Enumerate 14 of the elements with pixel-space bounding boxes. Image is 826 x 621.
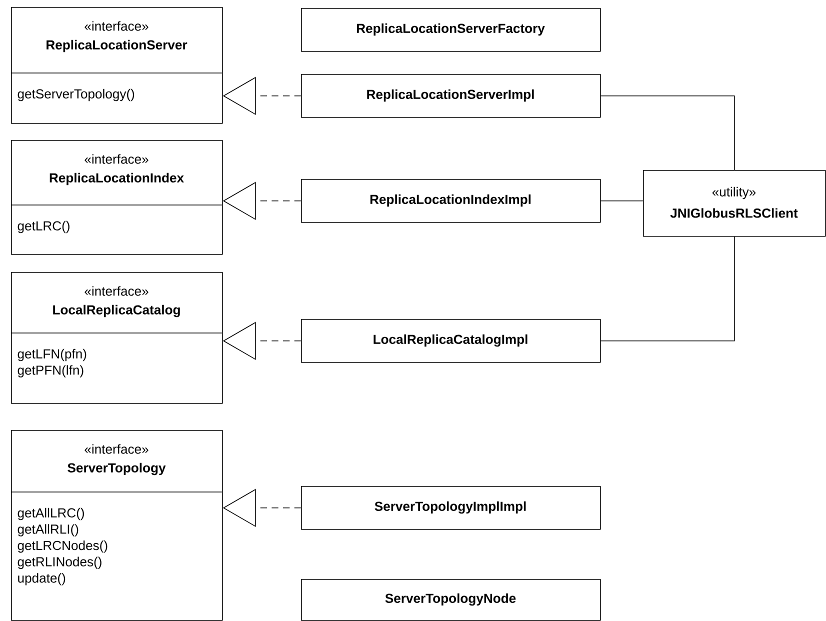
connector-line: [600, 96, 735, 170]
class-box: «interface» ServerTopology getAllLRC() getAllRLI() getLRCNodes() getRLINodes() update(): [10, 430, 223, 621]
class-box: ReplicaLocationServerImpl: [301, 74, 601, 118]
connector-line: [600, 236, 735, 342]
class-box: ReplicaLocationServerFactory: [301, 8, 601, 52]
class-box: ReplicaLocationIndexImpl: [301, 179, 601, 223]
class-box: «utility» JNIGlobusRLSClient: [643, 170, 826, 237]
class-box: LocalReplicaCatalogImpl: [301, 319, 601, 363]
class-box: «interface» LocalReplicaCatalog getLFN(pfn) getPFN(lfn): [10, 272, 223, 404]
class-box: «interface» ReplicaLocationIndex getLRC(): [10, 140, 223, 255]
connector-line: [600, 200, 644, 202]
class-box: ServerTopologyImplImpl: [301, 486, 601, 530]
class-box: «interface» ReplicaLocationServer getServerTopology(): [10, 7, 223, 124]
class-box: ServerTopologyNode: [301, 579, 601, 621]
